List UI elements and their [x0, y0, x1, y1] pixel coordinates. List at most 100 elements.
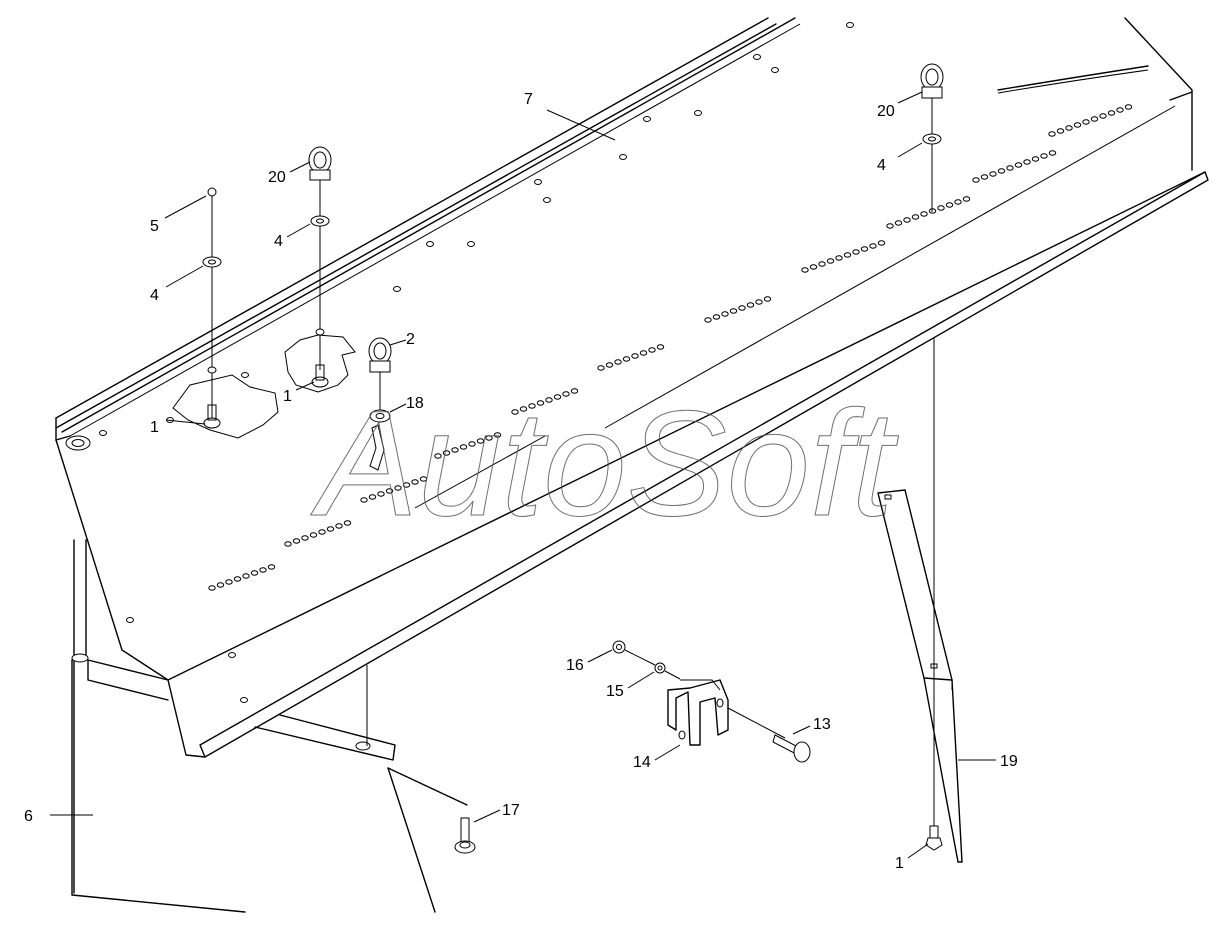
callout-4-right: 4 — [877, 157, 886, 174]
fasteners — [202, 63, 944, 854]
panel-hole — [1031, 156, 1040, 162]
panel-hole — [402, 482, 411, 488]
panel-hole — [242, 573, 250, 579]
panel-hole — [335, 523, 343, 529]
callout-19: 19 — [1000, 753, 1018, 770]
panel-hole — [292, 538, 301, 544]
panel-hole — [250, 570, 259, 576]
panel-hole — [643, 116, 651, 122]
panel-hole — [411, 479, 419, 485]
panel-hole — [543, 197, 551, 203]
panel-hole — [225, 579, 233, 585]
panel-hole — [771, 67, 779, 73]
panel-hole — [419, 476, 428, 482]
panel-hole — [622, 356, 631, 362]
panel-hole — [894, 220, 903, 226]
panel-hole — [704, 317, 712, 323]
panel-hole — [393, 286, 401, 292]
callout-14: 14 — [633, 754, 651, 771]
left-leg — [71, 539, 468, 913]
panel-hole — [394, 485, 402, 491]
panel-hole — [467, 241, 475, 247]
panel-hole — [385, 488, 394, 494]
panel-hole — [511, 409, 519, 415]
panel-hole — [426, 241, 434, 247]
panel-hole — [801, 267, 809, 273]
panel-hole — [945, 202, 954, 208]
panel-hole — [1006, 165, 1014, 171]
callout-4-middle: 4 — [274, 233, 283, 250]
panel-hole — [485, 435, 493, 441]
panel-hole — [694, 110, 702, 116]
panel-hole — [309, 532, 318, 538]
callout-20-right: 20 — [877, 103, 895, 120]
panel-hole — [536, 400, 545, 406]
panel-hole — [631, 353, 639, 359]
panel-hole — [1023, 159, 1031, 165]
panel-hole — [553, 394, 562, 400]
panel-hole — [259, 567, 267, 573]
callout-20-left: 20 — [268, 169, 286, 186]
callout-2: 2 — [406, 331, 415, 348]
panel-hole — [852, 249, 860, 255]
panel-hole — [980, 174, 989, 180]
panel-hole — [721, 311, 729, 317]
panel-hole — [318, 529, 326, 535]
panel-hole — [746, 302, 755, 308]
panel-hole — [528, 403, 536, 409]
panel-hole — [809, 264, 818, 270]
panel-hole — [869, 243, 877, 249]
panel-hole — [1073, 122, 1082, 128]
panel-hole — [562, 391, 570, 397]
panel-hole — [903, 217, 911, 223]
panel-hole — [442, 450, 451, 456]
panel-hole — [451, 447, 459, 453]
panel-hole — [826, 258, 835, 264]
panel-hole — [763, 296, 772, 302]
cutaway-views — [172, 334, 356, 439]
panel-hole — [614, 359, 622, 365]
panel-hole — [534, 179, 542, 185]
panel-hole — [233, 576, 242, 582]
right-leg — [877, 338, 963, 863]
panel-hole — [886, 223, 894, 229]
panel-hole — [216, 582, 225, 588]
panel-hole — [228, 652, 236, 658]
panel-hole — [519, 406, 528, 412]
panel-holes — [99, 22, 1133, 703]
panel-hole — [301, 535, 309, 541]
panel-hole — [326, 526, 335, 532]
callout-16: 16 — [566, 657, 584, 674]
panel-hole — [835, 255, 843, 261]
panel-hole — [1116, 107, 1124, 113]
panel-hole — [937, 205, 945, 211]
panel-hole — [877, 240, 886, 246]
panel-hole — [545, 397, 553, 403]
panel-hole — [648, 347, 656, 353]
panel-hole — [1056, 128, 1065, 134]
panel-hole — [954, 199, 962, 205]
panel-hole — [846, 22, 854, 28]
callout-13: 13 — [813, 716, 831, 733]
callout-5: 5 — [150, 218, 159, 235]
panel-hole — [126, 617, 134, 623]
panel-hole — [267, 564, 276, 570]
watermark-text: AutoSoft — [310, 379, 899, 547]
panel-hole — [597, 365, 605, 371]
callout-1-right: 1 — [895, 855, 904, 872]
panel-hole — [434, 453, 442, 459]
callout-6: 6 — [24, 808, 33, 825]
panel-hole — [284, 541, 292, 547]
panel-hole — [360, 497, 368, 503]
panel-hole — [377, 491, 385, 497]
panel-hole — [343, 520, 352, 526]
panel-hole — [99, 430, 107, 436]
panel-hole — [997, 168, 1006, 174]
panel-hole — [468, 441, 476, 447]
callout-1-left: 1 — [150, 419, 159, 436]
callout-18: 18 — [406, 395, 424, 412]
panel-hole — [1124, 104, 1133, 110]
panel-hole — [712, 314, 721, 320]
panel-hole — [972, 177, 980, 183]
